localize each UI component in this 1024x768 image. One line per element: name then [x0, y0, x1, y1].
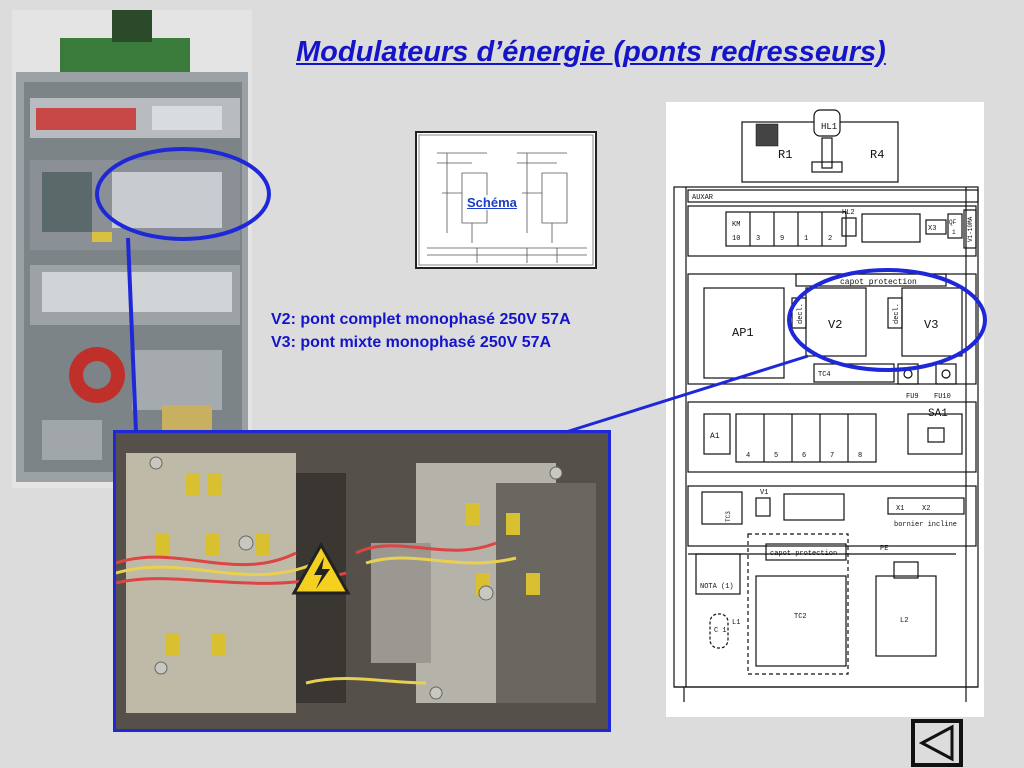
diagram-label-x2: X2: [922, 505, 930, 513]
diagram-label-km7: 7: [830, 452, 834, 460]
cabinet-photo: [12, 10, 252, 488]
schema-link[interactable]: Schéma: [467, 195, 517, 210]
back-arrow-icon: [918, 724, 954, 762]
diagram-label-qf1: 1: [952, 229, 956, 236]
diagram-label-km2: 2: [828, 235, 832, 243]
diagram-label-l1: L1: [732, 619, 740, 627]
diagram-label-r4: R4: [870, 148, 884, 162]
diagram-label-capot-top: capot protection: [840, 278, 917, 287]
diagram-label-km8: 8: [858, 452, 862, 460]
high-voltage-warning-icon: [291, 541, 351, 595]
diagram-label-c1: C 1: [714, 627, 727, 635]
slide-title: Modulateurs d’énergie (ponts redresseurs…: [296, 36, 886, 68]
diagram-label-fu10: FU10: [934, 393, 951, 401]
diagram-label-tc3: TC3: [725, 511, 732, 522]
diagram-label-ap1: AP1: [732, 326, 754, 340]
diagram-label-km: KM: [732, 221, 740, 229]
diagram-label-nota: NOTA (1): [700, 583, 734, 591]
diagram-label-km1: 1: [804, 235, 808, 243]
diagram-label-sa1: SA1: [928, 408, 948, 420]
diagram-label-capot-bottom: capot protection: [770, 550, 837, 558]
diagram-label-a1: A1: [710, 432, 720, 441]
diagram-label-v3: V3: [924, 318, 938, 332]
diagram-label-bornier: bornier incline: [894, 521, 957, 529]
diagram-label-hl1: HL1: [821, 122, 837, 132]
spec-v3: V3: pont mixte monophasé 250V 57A: [271, 334, 552, 351]
diagram-label-auxar: AUXAR: [692, 194, 714, 202]
diagram-label-hl2: HL2: [842, 209, 855, 217]
diagram-label-km4: 4: [746, 452, 750, 460]
diagram-label-km6: 6: [802, 452, 806, 460]
diagram-label-decl-v3: decl.: [893, 303, 901, 324]
diagram-label-r1: R1: [778, 148, 792, 162]
spec-v2: V2: pont complet monophasé 250V 57A: [271, 311, 571, 328]
diagram-label-x3: X3: [928, 225, 936, 233]
diagram-label-km10: 10: [732, 235, 740, 243]
diagram-label-l2: L2: [900, 617, 908, 625]
diagram-label-x1: X1: [896, 505, 904, 513]
diagram-label-fu9: FU9: [906, 393, 919, 401]
diagram-label-km3: 3: [756, 235, 760, 243]
diagram-label-qf: QF: [949, 219, 957, 226]
diagram-label-v1: V1: [760, 489, 768, 497]
diagram-label-km9: 9: [780, 235, 784, 243]
schema-thumbnail[interactable]: Schéma: [415, 131, 597, 269]
wiring-diagram: HL1 R1 R4 AUXAR KM 10 3 9 1 2 HL2 X3 QF …: [666, 102, 984, 717]
diagram-label-pe: PE: [880, 545, 888, 553]
diagram-label-v2: V2: [828, 318, 842, 332]
diagram-label-km5: 5: [774, 452, 778, 460]
diagram-label-decl-v2: decl.: [797, 303, 805, 324]
diagram-label-side: V1-10MA: [967, 216, 974, 242]
back-button[interactable]: [910, 718, 964, 768]
diagram-label-tc4: TC4: [818, 371, 831, 379]
rectifier-closeup-photo: [113, 430, 611, 732]
diagram-label-tc2: TC2: [794, 613, 807, 621]
